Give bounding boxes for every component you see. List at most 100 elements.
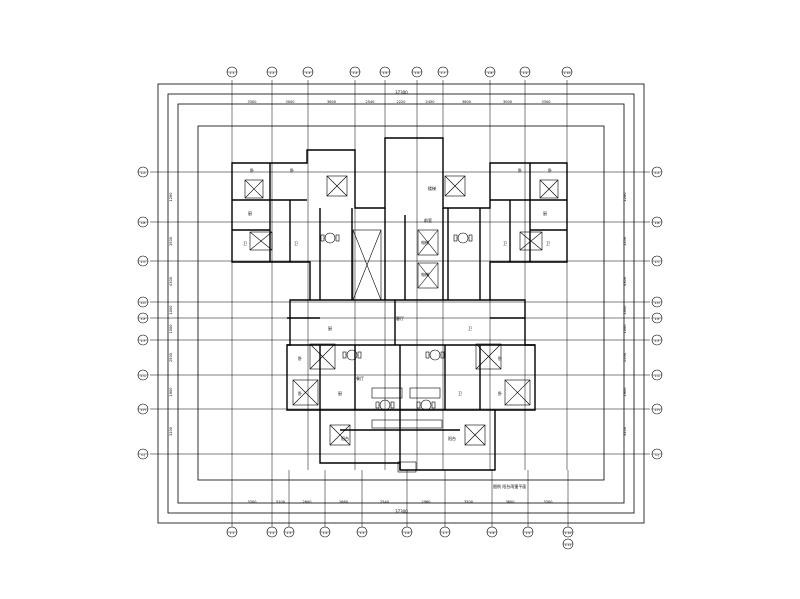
top-spacing-dim: 2540 (366, 100, 375, 104)
axis-bubble-label: 1-H (140, 408, 145, 412)
fixture-box (292, 379, 319, 406)
fixture-box (329, 424, 351, 446)
top-axis-bubble: 1-1 (226, 66, 238, 78)
room-label: 卫 (458, 391, 462, 396)
right-spacing-dim: 1900 (623, 388, 627, 397)
fixture-box (475, 343, 502, 370)
room-label: 卧 (290, 167, 294, 173)
chair (342, 351, 347, 359)
chair (390, 401, 395, 409)
top-axis-bubble: 1-10 (561, 66, 573, 78)
left-axis-bubble: 1-C (137, 255, 149, 267)
top-spacing-dim: 3300 (248, 100, 257, 104)
fixture-box (464, 424, 486, 446)
bottom-spacing-dim: 3600 (506, 500, 515, 504)
axis-bubble-label: 1-J (141, 453, 145, 457)
fixture-cross (249, 231, 273, 251)
top-spacing-dim: 3600 (327, 100, 336, 104)
left-spacing-dim: 4300 (169, 277, 173, 286)
top-spacing-dim: 3000 (503, 100, 512, 104)
chair (416, 401, 421, 409)
right-axis-bubble: 1-G (651, 369, 663, 381)
fixture-cross (329, 424, 351, 446)
axis-bubble-label: 1-1 (230, 71, 235, 75)
right-spacing-dim: 1500 (623, 237, 627, 246)
room-label: 卫 (468, 326, 472, 331)
top-spacing-dim: 2220 (397, 100, 406, 104)
left-axis-bubble: 1-F (137, 334, 149, 346)
axis-bubble-label: 1-H (654, 408, 659, 412)
top-axis-bubble: 1-5 (379, 66, 391, 78)
fixture-box (519, 231, 543, 251)
fixture-box (309, 343, 336, 370)
axis-bubble-label: 1-F (655, 339, 660, 343)
axis-bubble-label: 1-7 (443, 531, 448, 535)
chair (431, 401, 436, 409)
left-axis-bubble: 1-A (137, 166, 149, 178)
left-axis-bubble: 1-G (137, 369, 149, 381)
right-spacing-dim: 2500 (623, 353, 627, 362)
axis-bubble-label: 1-E (655, 317, 660, 321)
axis-bubble-label: 1-5 (383, 71, 388, 75)
axis-bubble-label: 1-4 (323, 531, 328, 535)
chair (425, 351, 430, 359)
room-label: 电梯 (421, 271, 429, 277)
room-label: 楼梯 (428, 185, 436, 191)
table (429, 349, 441, 361)
frame-3 (177, 103, 625, 504)
table (379, 399, 391, 411)
bottom-spacing-dim: 2600 (303, 500, 312, 504)
fixture-box (417, 229, 439, 256)
bottom-spacing-dim: 2540 (380, 500, 389, 504)
axis-bubble-label: 1-3 (287, 531, 292, 535)
building-walls (231, 137, 568, 471)
right-axis-bubble: 1-C (651, 255, 663, 267)
scale-note: 图例 阳台雨篷平面 (493, 483, 526, 489)
frame-1 (157, 83, 645, 524)
left-spacing-dim: 1260 (169, 193, 173, 202)
bottom-spacing-dim: 2660 (339, 500, 348, 504)
left-axis-bubble: 1-B (137, 216, 149, 228)
fixture-cross (352, 229, 382, 301)
sofa (371, 387, 403, 399)
overall-dimension-top: 37300 (395, 90, 408, 95)
chair (440, 351, 445, 359)
fixture-cross (309, 343, 336, 370)
axis-bubble-label: 1-9 (523, 71, 528, 75)
fixture-cross (244, 179, 264, 199)
left-spacing-dim: 1000 (169, 325, 173, 334)
fixture-box (326, 175, 348, 197)
bottom-axis-bubble: 1-3 (283, 526, 295, 538)
fixture-box (352, 229, 382, 301)
room-label: 卧 (518, 167, 522, 173)
axis-bubble-label: 1-1 (230, 531, 235, 535)
top-spacing-dim: 3000 (286, 100, 295, 104)
chair (468, 234, 473, 242)
bottom-spacing-dim: 3300 (248, 500, 257, 504)
fixture-box (504, 379, 531, 406)
chair (453, 234, 458, 242)
table (324, 232, 336, 244)
fixture-cross (504, 379, 531, 406)
table (420, 399, 432, 411)
axis-bubble-label: 1-8 (490, 531, 495, 535)
fixture-box (417, 262, 439, 289)
sofa (371, 419, 443, 429)
room-label: 卧 (498, 355, 502, 361)
left-spacing-dim: 2500 (169, 353, 173, 362)
room-label: 厨 (543, 210, 547, 216)
axis-grid-lines (150, 80, 650, 527)
axis-bubble-label: 1-10 (565, 531, 572, 535)
room-label: 餐厅 (356, 375, 364, 381)
room-label: 电梯 (421, 239, 429, 245)
axis-bubble-label: 1-5 (360, 531, 365, 535)
room-label: 客厅 (396, 315, 404, 321)
top-axis-bubble: 1-4 (349, 66, 361, 78)
right-axis-bubble: 1-B (651, 216, 663, 228)
chair (320, 234, 325, 242)
axis-bubble-label: 1-G (140, 374, 146, 378)
fixture-cross (539, 179, 559, 199)
axis-bubble-label: 1-2 (270, 531, 275, 535)
room-label: 卧 (548, 167, 552, 173)
